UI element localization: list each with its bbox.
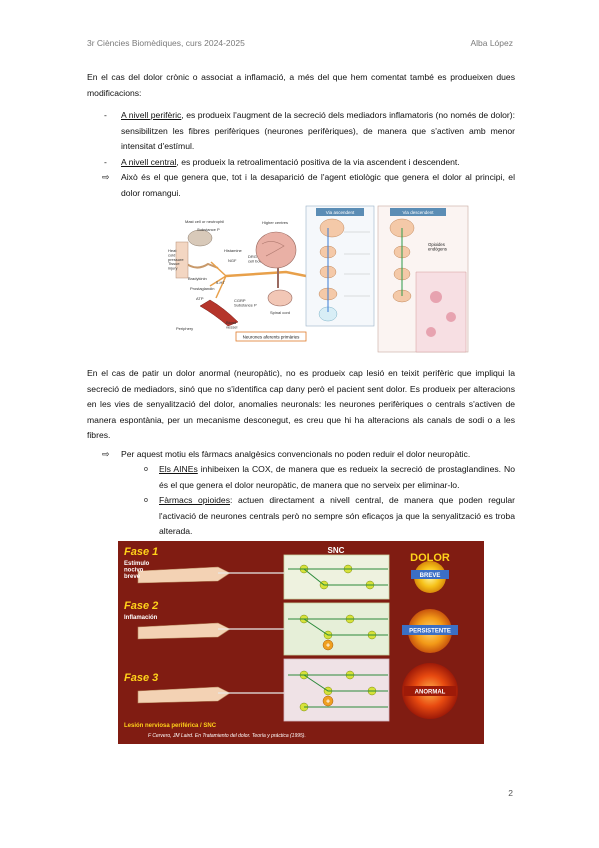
- label-5ht: 5-HT: [216, 280, 225, 285]
- sublist-item: o Fàrmacs opioides: actuen directament a…: [144, 493, 515, 540]
- label-via-desc: Via descendent: [403, 210, 435, 215]
- label-ngf: NGF: [228, 258, 237, 263]
- label-prostaglandin: Prostaglandin: [190, 286, 214, 291]
- arrow-bullet-icon: ⇨: [102, 449, 110, 459]
- label-dolor: DOLOR: [410, 552, 450, 564]
- ascending-pathway-panel: Via ascendent: [305, 205, 375, 327]
- label-lesion: Lesión nerviosa periférica / SNC: [124, 723, 217, 729]
- header-course: 3r Ciències Biomèdiques, curs 2024-2025: [87, 38, 245, 48]
- label-atp: ATP: [196, 296, 204, 301]
- circle-bullet: o: [144, 497, 148, 505]
- label-credit: F Cervero, JM Laird. En Tratamiento del …: [148, 733, 306, 739]
- item-text: , es produeix l'augment de la secreció d…: [121, 110, 516, 152]
- label-breve: BREVE: [420, 573, 441, 579]
- label-phase3: Fase 3: [124, 672, 158, 684]
- drug-sublist: o Els AINEs inhibeixen la COX, de manera…: [144, 462, 515, 540]
- sublist-item: o Els AINEs inhibeixen la COX, de manera…: [144, 462, 515, 493]
- label-higher: Higher centres: [262, 220, 288, 225]
- label-histamine: Histamine: [224, 248, 243, 253]
- item-lead: Els AINEs: [159, 464, 198, 474]
- label-subp: Substance P: [197, 227, 220, 232]
- item-lead: A nivell central: [121, 156, 177, 167]
- header-author: Alba López: [470, 38, 513, 48]
- svg-text:+: +: [326, 699, 330, 706]
- circle-bullet: o: [144, 466, 148, 473]
- svg-text:+: +: [326, 643, 330, 650]
- label-neurones: Neurones aferents primàries: [243, 335, 301, 340]
- pain-pathway-figure: Mast cell or neutrophil Substance P Heat…: [166, 202, 471, 355]
- intro-paragraph: En el cas del dolor crònic o associat a …: [87, 72, 515, 98]
- label-anormal: ANORMAL: [415, 690, 446, 696]
- item-text: Per aquest motiu els fàrmacs analgèsics …: [121, 449, 471, 459]
- neuropathic-paragraph: En el cas de patir un dolor anormal (neu…: [87, 368, 515, 441]
- label-bradykinin: Bradykinin: [188, 276, 207, 281]
- item-text: Això és el que genera que, tot i la desa…: [121, 172, 515, 198]
- arrow-bullet-icon: ⇨: [102, 172, 110, 183]
- list-item: - A nivell perifèric, es produeix l'augm…: [100, 108, 515, 155]
- bullet-dash: -: [104, 156, 107, 167]
- label-periphery: Periphery: [176, 326, 193, 331]
- label-snc: SNC: [328, 546, 345, 555]
- page-number: 2: [508, 788, 513, 798]
- label-phase1: Fase 1: [124, 546, 158, 558]
- item-text: , es produeix la retroalimentació positi…: [176, 156, 460, 167]
- bullet-dash: -: [104, 110, 107, 120]
- periphery-panel: Mast cell or neutrophil Substance P Heat…: [168, 219, 327, 331]
- drug-list: ⇨ Per aquest motiu els fàrmacs analgèsic…: [100, 447, 515, 463]
- label-phase2: Fase 2: [124, 600, 158, 612]
- item-lead: A nivell perifèric: [121, 110, 182, 120]
- modifications-list: - A nivell perifèric, es produeix l'augm…: [100, 108, 515, 202]
- item-text: inhibeixen la COX, de manera que es redu…: [159, 464, 515, 490]
- label-persistente: PERSISTENTE: [409, 629, 451, 635]
- item-lead: Fàrmacs opioides: [159, 495, 231, 506]
- item-text: : actuen directament a nivell central, d…: [159, 495, 515, 537]
- list-item: ⇨ Per aquest motiu els fàrmacs analgèsic…: [100, 447, 515, 463]
- list-item: - A nivell central, es produeix la retro…: [100, 155, 515, 171]
- label-mast: Mast cell or neutrophil: [185, 219, 224, 224]
- list-item: ⇨ Això és el que genera que, tot i la de…: [100, 170, 515, 201]
- label-phase2-sub: Inflamación: [124, 615, 158, 621]
- label-via-asc: Via ascendent: [326, 210, 355, 215]
- label-spinal: Spinal cord: [270, 310, 290, 315]
